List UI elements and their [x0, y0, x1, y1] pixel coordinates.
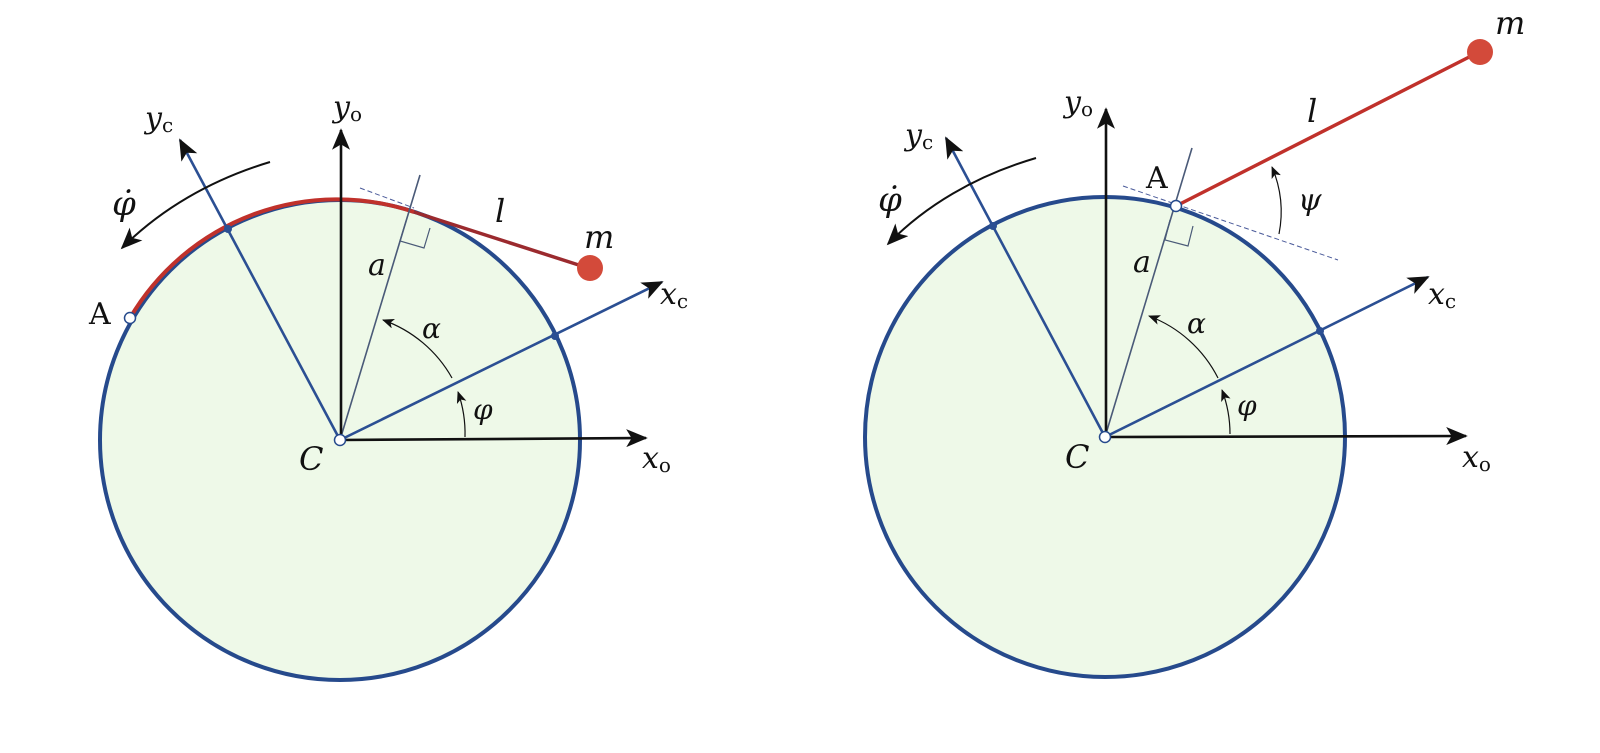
label-radius-right: a: [1133, 245, 1151, 280]
y-c-axis-right: [944, 136, 1107, 438]
radius-line-left: [339, 174, 421, 441]
point-a-left: [123, 311, 137, 325]
radius-line-right: [1104, 147, 1193, 438]
cable-segment-left: [413, 210, 589, 270]
label-mass-right: m: [1495, 4, 1525, 42]
label-radius-left: a: [368, 248, 386, 283]
tangent-dashed-left: [359, 187, 415, 209]
label-phi-left: φ: [473, 393, 493, 426]
x-c-disk-intersect-left: [551, 332, 559, 340]
label-y-o-left: yo: [331, 90, 362, 126]
label-x-c-left: xc: [660, 277, 688, 313]
label-alpha-right: α: [1187, 307, 1206, 340]
center-point-left: [333, 433, 347, 447]
label-center-left: C: [299, 440, 323, 478]
label-length-right: l: [1307, 92, 1317, 130]
label-x-o-right: xo: [1462, 440, 1491, 476]
alpha-arc-right: [1148, 315, 1219, 379]
x-c-disk-intersect-right: [1316, 327, 1324, 335]
label-y-c-left: yc: [143, 101, 173, 137]
label-mass-left: m: [584, 218, 614, 256]
point-a-right: [1169, 199, 1183, 213]
label-x-c-right: xc: [1428, 277, 1456, 313]
y-c-disk-intersect-right: [989, 222, 997, 230]
phi-arc-left: [456, 391, 467, 438]
label-alpha-left: α: [422, 312, 441, 345]
right-angle-mark-right: [1164, 219, 1194, 247]
x-o-axis-right: [1104, 427, 1468, 446]
label-center-right: C: [1065, 438, 1089, 476]
phidot-arrow-right: [886, 157, 1037, 246]
tangent-dashed-right: [1122, 185, 1339, 261]
label-y-o-right: yo: [1062, 85, 1093, 121]
label-phidot-right: φ̇: [878, 180, 902, 220]
diagram-right: yo yc xc xo C A m l a α φ ψ φ̇: [863, 4, 1525, 679]
label-phidot-left: φ̇: [112, 184, 136, 224]
label-psi-right: ψ: [1298, 183, 1322, 218]
label-y-c-right: yc: [903, 118, 933, 154]
y-c-axis-left: [178, 138, 342, 441]
label-x-o-left: xo: [642, 441, 671, 477]
label-length-left: l: [495, 192, 505, 230]
mass-right: [1467, 39, 1493, 65]
mass-left: [577, 255, 603, 281]
label-phi-right: φ: [1237, 389, 1257, 422]
psi-arc-right: [1271, 166, 1282, 235]
alpha-arc-left: [382, 318, 453, 379]
label-point-a-right: A: [1145, 161, 1168, 196]
right-angle-mark-left: [399, 220, 431, 249]
center-point-right: [1098, 430, 1112, 444]
x-c-axis-right: [1104, 275, 1430, 439]
phidot-arrow-left: [120, 161, 271, 250]
phi-arc-right: [1221, 389, 1231, 435]
x-c-axis-left: [339, 280, 664, 442]
x-o-axis-left: [339, 429, 648, 448]
label-point-a-left: A: [88, 297, 111, 332]
y-c-disk-intersect-left: [224, 225, 232, 233]
cable-wrapped-arc-left: [128, 197, 415, 320]
cable-segment-right: [1175, 50, 1480, 208]
diagram-left: yo yc xc xo C A m l a α φ φ̇: [88, 90, 688, 682]
